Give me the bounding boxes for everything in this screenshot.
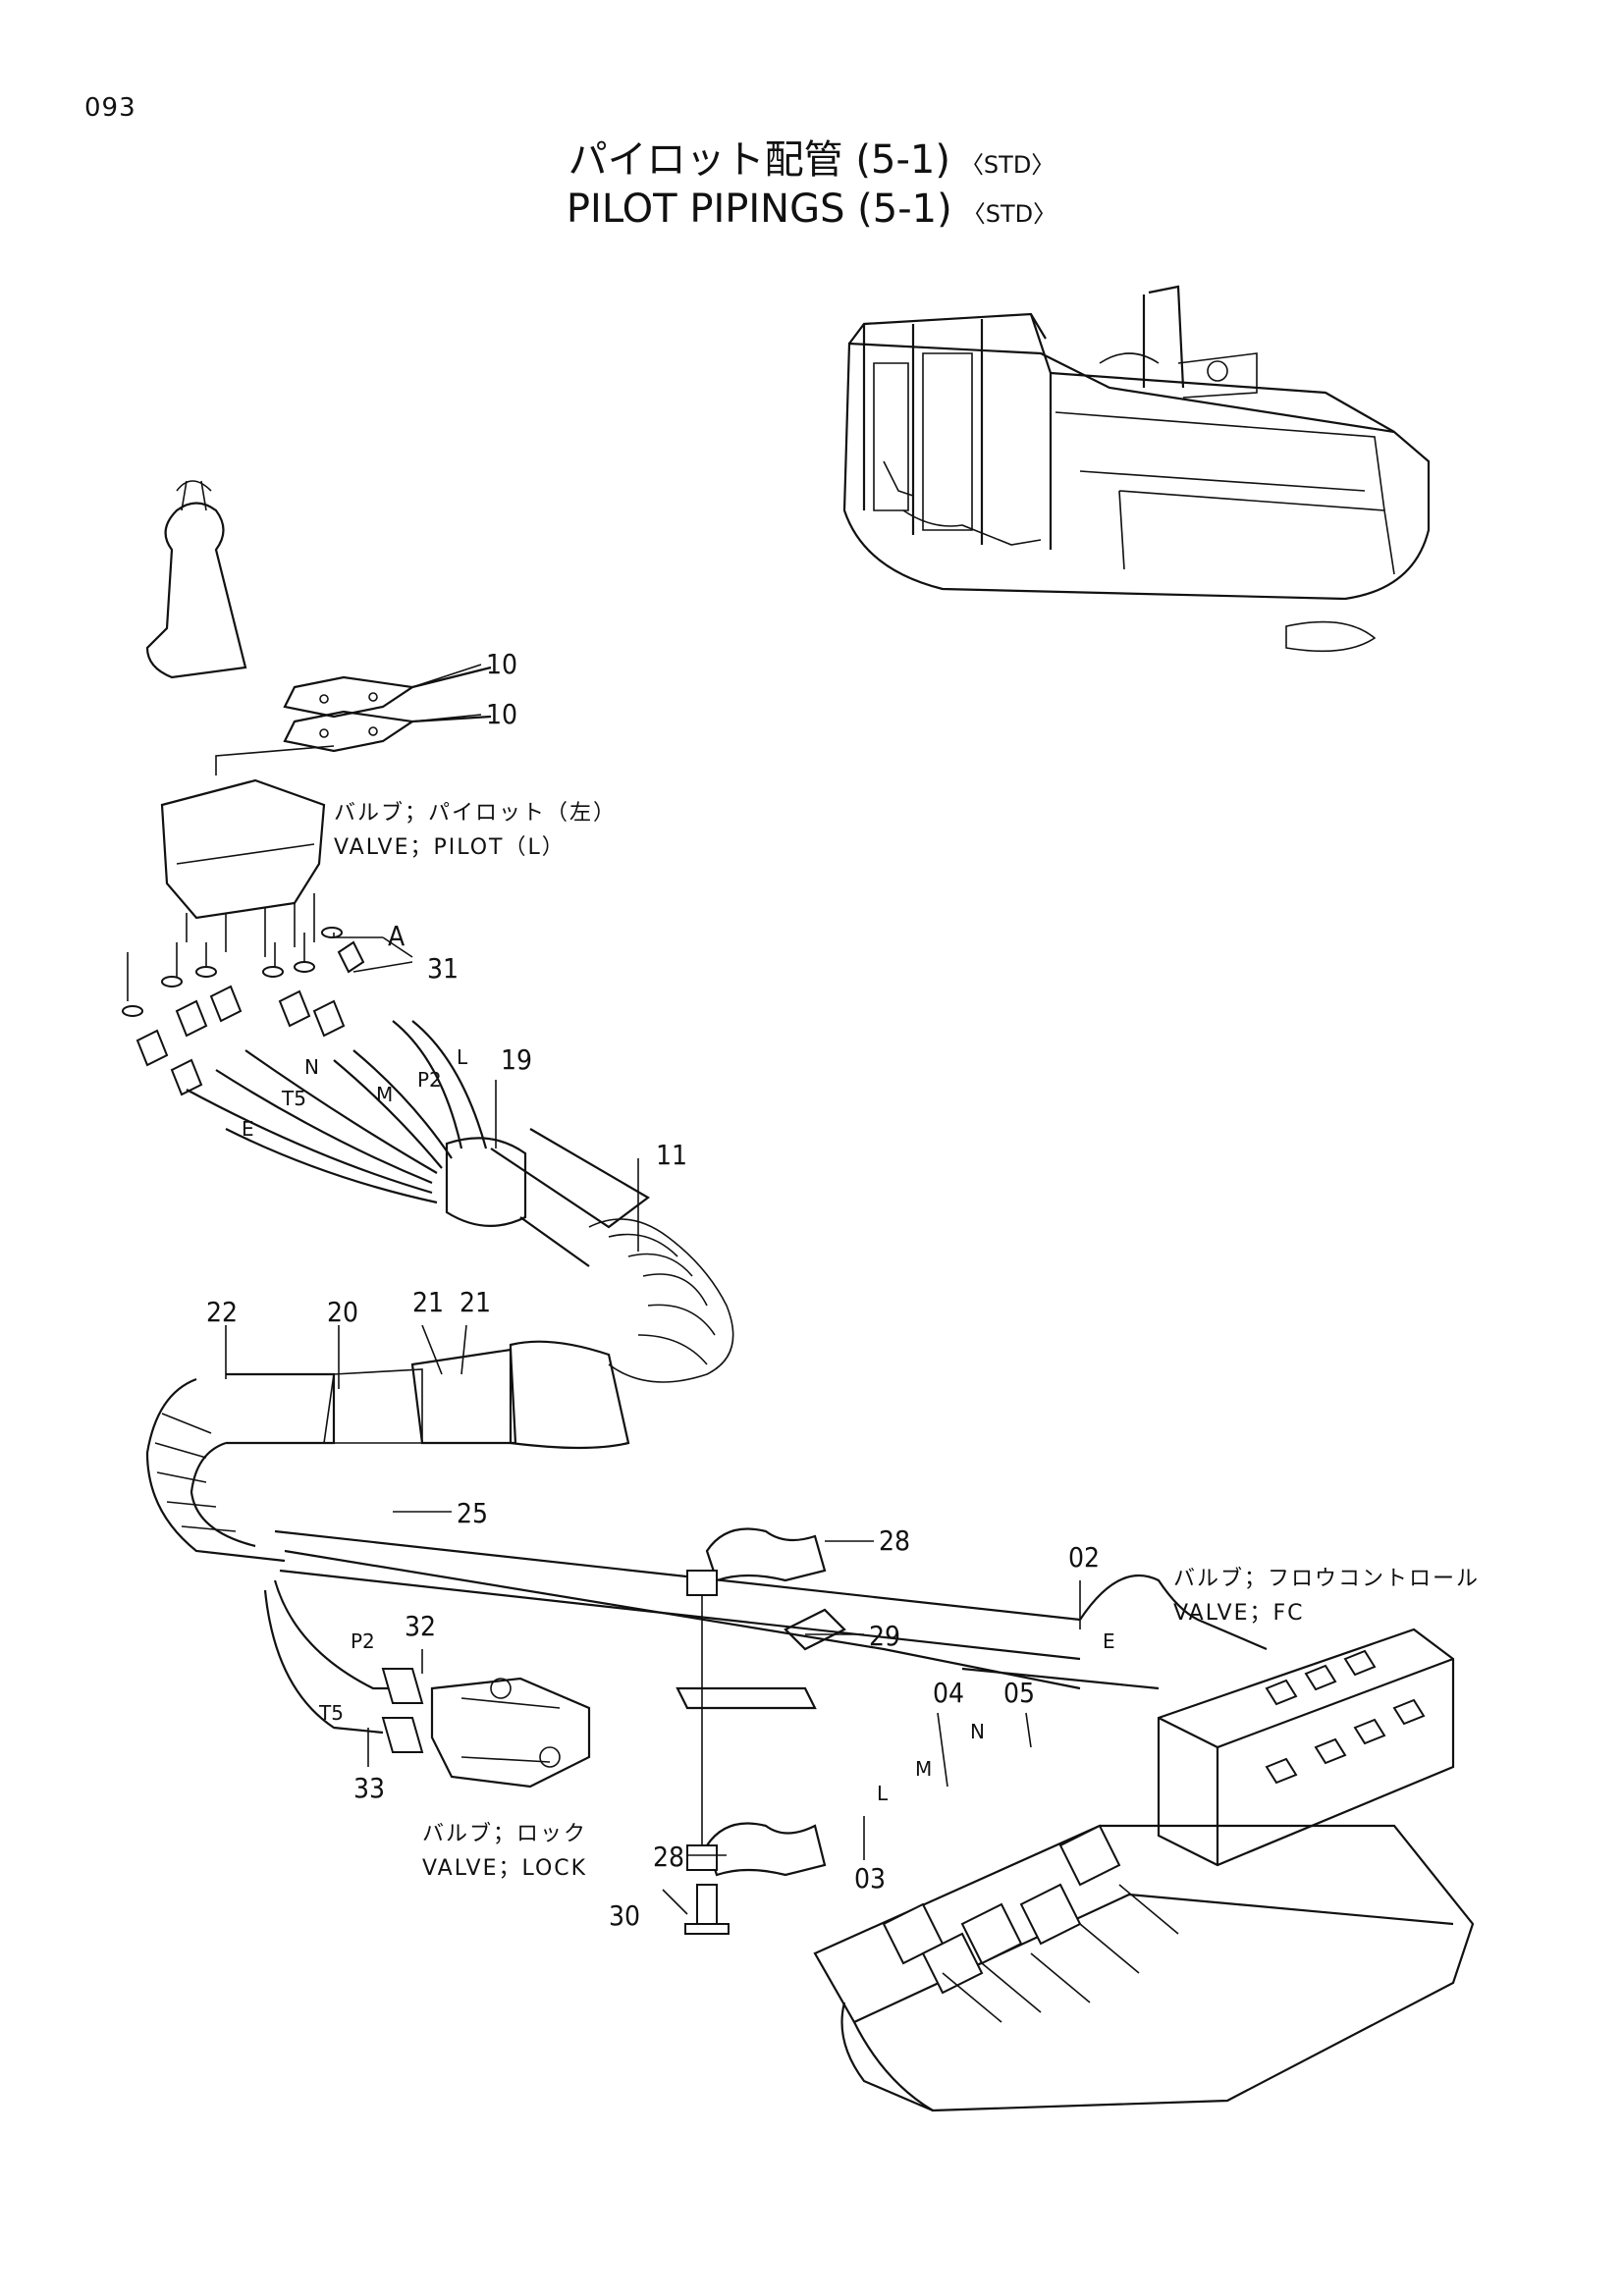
callout-A: A	[388, 920, 406, 952]
valve-fc-jp: バルブ；フロウコントロール	[1173, 1567, 1481, 1591]
port-T5-upper: T5	[282, 1087, 306, 1110]
port-L-upper: L	[457, 1045, 468, 1069]
excavator-overview	[842, 285, 1431, 653]
port-L-lower: L	[877, 1782, 889, 1805]
lock-valve	[381, 1668, 591, 1789]
callout-03: 03	[854, 1862, 887, 1895]
valve-lock-en: VALVE；LOCK	[422, 1856, 588, 1881]
pilot-valve-assembly	[145, 480, 492, 957]
page-number: 093	[84, 93, 136, 123]
callout-29: 29	[869, 1620, 901, 1652]
callout-02: 02	[1068, 1541, 1101, 1574]
port-P2-upper: P2	[417, 1068, 442, 1092]
callout-28-upper: 28	[879, 1524, 911, 1557]
callout-04: 04	[933, 1677, 965, 1709]
valve-pilot-jp: バルブ；パイロット（左）	[334, 801, 618, 826]
valve-pilot-en: VALVE；PILOT（L）	[334, 835, 566, 860]
callout-31: 31	[427, 952, 460, 985]
callout-05: 05	[1003, 1677, 1036, 1709]
callout-30: 30	[609, 1899, 641, 1932]
callout-10-lower: 10	[486, 698, 518, 730]
page-title-en: PILOT PIPINGS (5-1)〈STD〉	[566, 187, 1057, 232]
valve-lock-jp: バルブ；ロック	[422, 1822, 588, 1846]
callout-20: 20	[327, 1296, 359, 1328]
port-N-lower: N	[970, 1720, 985, 1743]
callout-21-a: 21	[412, 1286, 445, 1318]
port-T5-lower: T5	[319, 1701, 344, 1725]
leader-lines	[225, 664, 1081, 1915]
callout-21-b: 21	[460, 1286, 492, 1318]
port-N-upper: N	[304, 1055, 319, 1079]
callout-33: 33	[353, 1772, 386, 1804]
fc-valve-manifold	[813, 1628, 1475, 2112]
callout-10-upper: 10	[486, 648, 518, 680]
callout-11: 11	[656, 1139, 688, 1171]
callout-22: 22	[206, 1296, 239, 1328]
port-E-upper: E	[242, 1117, 254, 1141]
callout-28-lower: 28	[653, 1841, 685, 1873]
hose-bundle	[145, 1020, 1268, 1735]
callout-19: 19	[501, 1043, 533, 1076]
port-P2-lower: P2	[351, 1629, 375, 1653]
valve-fittings	[122, 927, 365, 1096]
port-M-lower: M	[915, 1757, 933, 1781]
valve-fc-en: VALVE；FC	[1173, 1601, 1305, 1626]
clamp-bracket	[676, 1527, 846, 1935]
page-title-jp: パイロット配管 (5-1)〈STD〉	[568, 137, 1055, 183]
port-M-upper: M	[376, 1083, 394, 1106]
port-E-lower: E	[1103, 1629, 1115, 1653]
callout-32: 32	[405, 1610, 437, 1642]
callout-25: 25	[457, 1497, 489, 1529]
